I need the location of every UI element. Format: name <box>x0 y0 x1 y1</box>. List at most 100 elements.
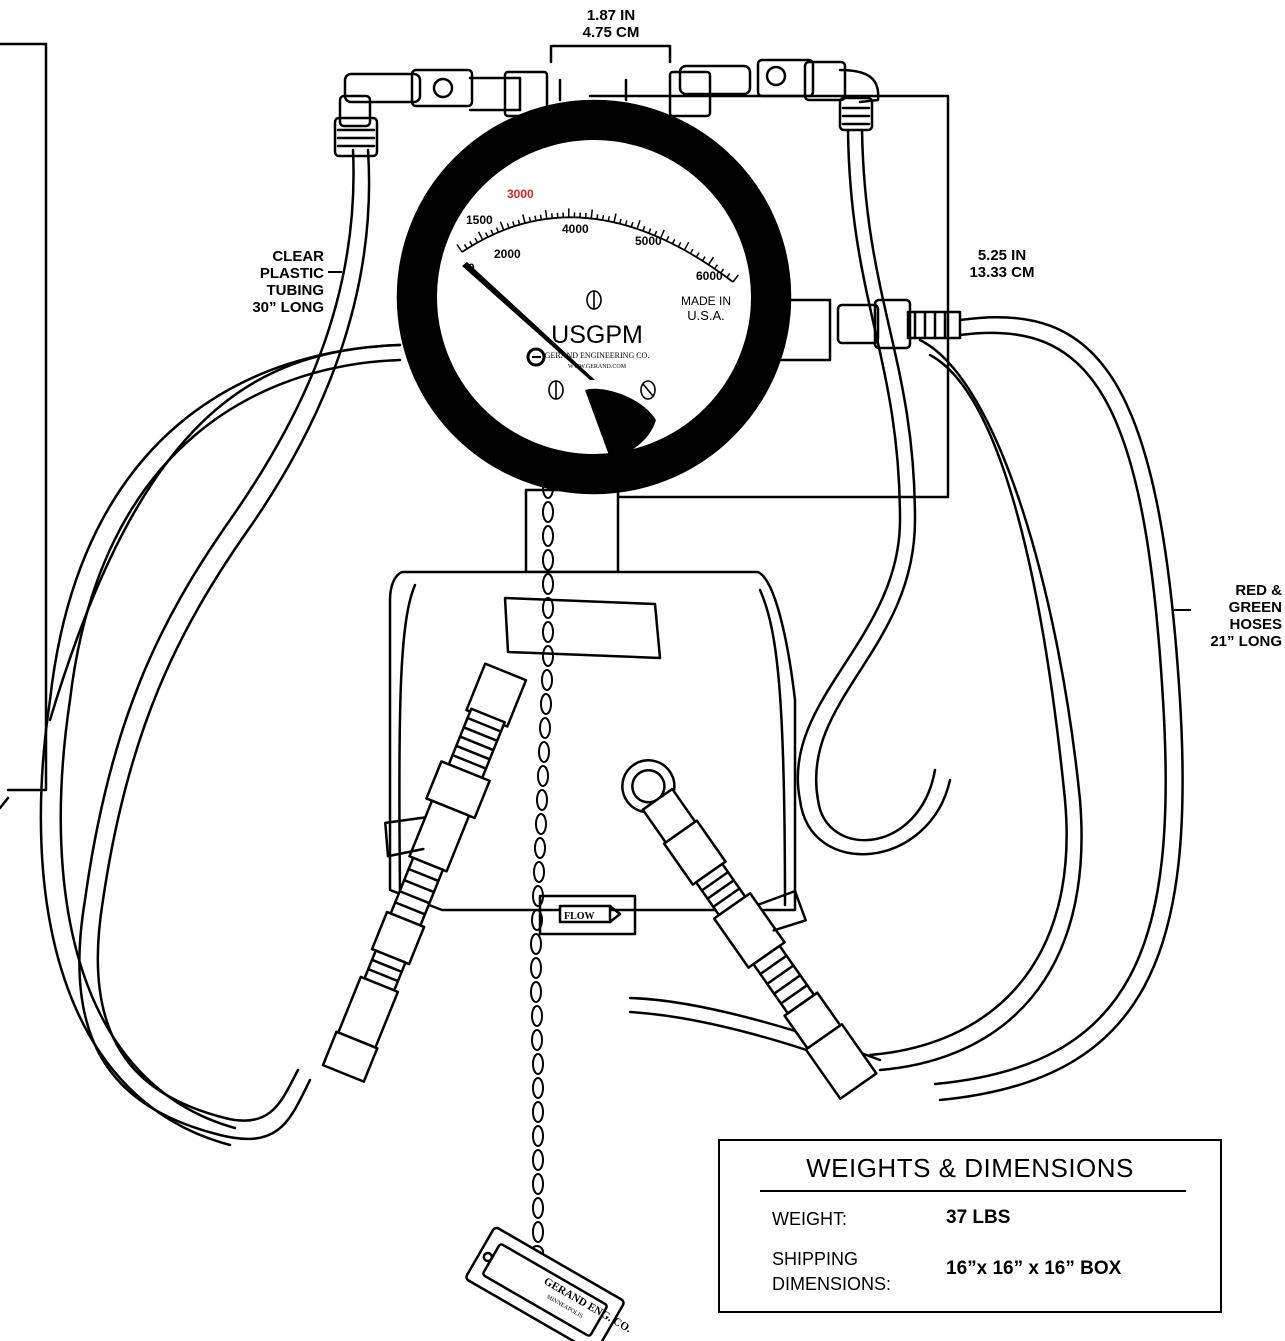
gauge-ticks <box>456 208 740 283</box>
gauge-tick <box>499 221 505 231</box>
gauge-tick <box>528 216 532 222</box>
gauge-tick <box>720 268 725 274</box>
top-dimension-bracket <box>549 44 672 64</box>
gauge-needle <box>462 262 595 380</box>
gauge-tick <box>490 229 494 235</box>
clear-tubing-right <box>796 128 952 856</box>
tubing-line2: PLASTIC <box>259 265 324 282</box>
gauge-tick <box>512 221 516 227</box>
hoses-line3: HOSES <box>1229 616 1282 633</box>
right-dimension-cm: 13.33 CM <box>969 264 1035 281</box>
shipping-value: 16”x 16” x 16” BOX <box>946 1258 1122 1279</box>
gauge-tick <box>534 215 537 221</box>
hoses-label: RED & GREEN HOSES 21” LONG <box>1190 582 1282 650</box>
gauge-unit: USGPM <box>551 321 643 349</box>
top-right-valve <box>668 58 880 132</box>
gauge-tick <box>485 232 489 238</box>
display-window <box>503 596 662 660</box>
hoses-line1: RED & <box>1235 582 1282 599</box>
top-dimension-cm: 4.75 CM <box>582 24 640 41</box>
table-title: WEIGHTS & DIMENSIONS <box>806 1153 1134 1183</box>
table-title-rule <box>760 1190 1186 1192</box>
gauge-tick <box>636 220 641 230</box>
gauge-tick <box>495 227 500 233</box>
flow-sticker-text: FLOW <box>564 911 595 922</box>
gauge-tick <box>619 218 622 224</box>
gauge-tick <box>539 214 543 220</box>
gauge-tick <box>671 238 676 245</box>
tag-chain <box>530 454 554 1259</box>
made-in-line1: MADE IN <box>681 294 731 308</box>
weight-label: WEIGHT: <box>772 1209 847 1229</box>
gauge-tick <box>713 264 719 270</box>
made-in-line2: U.S.A. <box>687 308 725 323</box>
right-dimension-in: 5.25 IN <box>977 247 1027 264</box>
left-hose-outer <box>39 343 402 1147</box>
gauge-tick <box>707 256 715 266</box>
top-dimension-in: 1.87 IN <box>586 7 636 24</box>
gauge-stem <box>524 488 620 574</box>
gauge-tick <box>659 229 665 239</box>
weights-dimensions-table: WEIGHTS & DIMENSIONS WEIGHT: 37 LBS SHIP… <box>718 1139 1222 1313</box>
tick-label-0: 0 <box>468 261 475 275</box>
gauge-tick <box>732 274 740 283</box>
gauge-tick <box>590 209 593 219</box>
id-tag <box>465 1226 625 1341</box>
weight-value: 37 LBS <box>946 1207 1011 1228</box>
tubing-line1: CLEAR <box>272 248 324 265</box>
gauge-tick <box>630 222 634 228</box>
gauge-tick <box>683 241 690 251</box>
gauge-tick <box>522 214 526 224</box>
tubing-label: CLEAR PLASTIC TUBING 30” LONG <box>224 248 324 316</box>
gauge-tick <box>477 231 484 241</box>
gauge-tick <box>601 215 605 221</box>
side-fitting <box>778 298 962 362</box>
tick-label-2000: 2000 <box>494 247 521 261</box>
gauge-tick <box>456 244 463 253</box>
gauge-tick <box>648 228 652 234</box>
right-dimension-label: 5.25 IN 13.33 CM <box>952 247 1052 281</box>
gauge-website: WWW.GERAND.COM <box>568 364 627 370</box>
shipping-label-line1: SHIPPING <box>772 1249 859 1269</box>
gauge-tick <box>596 214 599 220</box>
left-coupler <box>321 662 528 1083</box>
gauge-tick <box>653 230 658 236</box>
right-hose-outer <box>938 315 1184 1102</box>
tick-label-4000: 4000 <box>562 222 589 236</box>
tick-label-3000: 3000 <box>507 187 534 201</box>
tick-label-5000: 5000 <box>635 234 662 248</box>
gauge-tick <box>544 209 548 219</box>
gauge-tick <box>695 252 700 258</box>
gauge-tick <box>613 213 617 223</box>
gauge-tick <box>469 240 473 246</box>
gauge-tick <box>474 237 479 243</box>
right-coupler <box>621 759 878 1100</box>
gauge-tick <box>689 248 694 254</box>
gerand-logo <box>526 347 546 367</box>
tubing-line3: TUBING <box>266 282 325 299</box>
hoses-line4: 21” LONG <box>1210 633 1282 650</box>
gauge-tick <box>642 225 646 232</box>
clear-tubing-left <box>78 148 355 1141</box>
gauge-tick <box>726 272 731 278</box>
gauge-tick <box>665 236 670 242</box>
top-dimension-label: 1.87 IN 4.75 CM <box>566 7 656 41</box>
gauge-tick <box>517 219 521 225</box>
tubing-line4: 30” LONG <box>252 299 324 316</box>
gauge-tick <box>607 216 610 222</box>
tick-label-6000: 6000 <box>696 269 723 283</box>
gauge-tick <box>624 220 628 226</box>
gauge-tick <box>551 213 554 219</box>
tick-label-1500: 1500 <box>466 213 493 227</box>
gauge-tick <box>506 223 510 229</box>
gauge-tick <box>463 244 468 250</box>
hoses-line2: GREEN <box>1228 599 1282 616</box>
gauge-screws <box>548 290 656 400</box>
gauge-tick <box>701 256 706 262</box>
gauge-needle-weight <box>585 388 656 458</box>
gauge-company: GERAND ENGINEERING CO. <box>545 351 650 360</box>
gauge-tick <box>677 242 682 248</box>
shipping-label-line2: DIMENSIONS: <box>772 1274 892 1294</box>
left-frame-line <box>0 42 48 792</box>
